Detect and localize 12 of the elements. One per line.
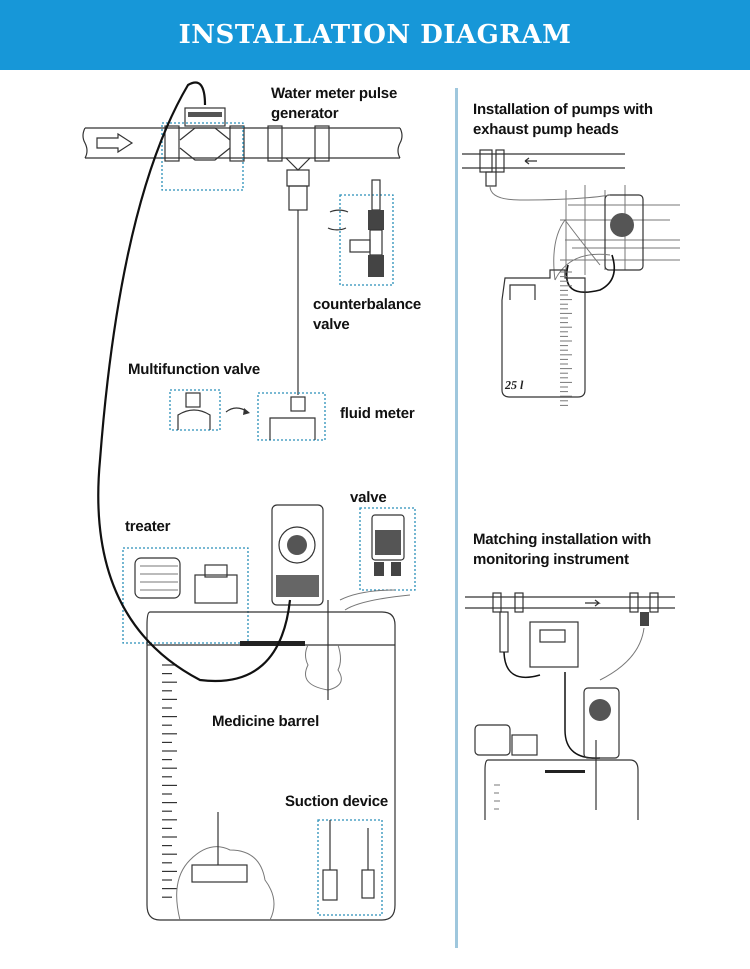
- part-label: treater: [125, 517, 172, 536]
- part-label: Matching installation with monitoring instrument: [473, 530, 652, 569]
- part-label: Multifunction valve: [128, 360, 262, 380]
- part-label: Water meter pulse generator: [271, 84, 398, 123]
- part-label: Suction device: [285, 792, 390, 812]
- part-label: valve: [350, 488, 388, 508]
- title: INSTALLATION DIAGRAM: [178, 20, 572, 50]
- part-label: fluid meter: [340, 404, 416, 424]
- part-label: Installation of pumps with exhaust pump heads: [473, 100, 654, 139]
- capacity-label: 25 l: [505, 378, 524, 393]
- part-label: counterbalance valve: [313, 295, 422, 334]
- part-label: Medicine barrel: [212, 712, 320, 732]
